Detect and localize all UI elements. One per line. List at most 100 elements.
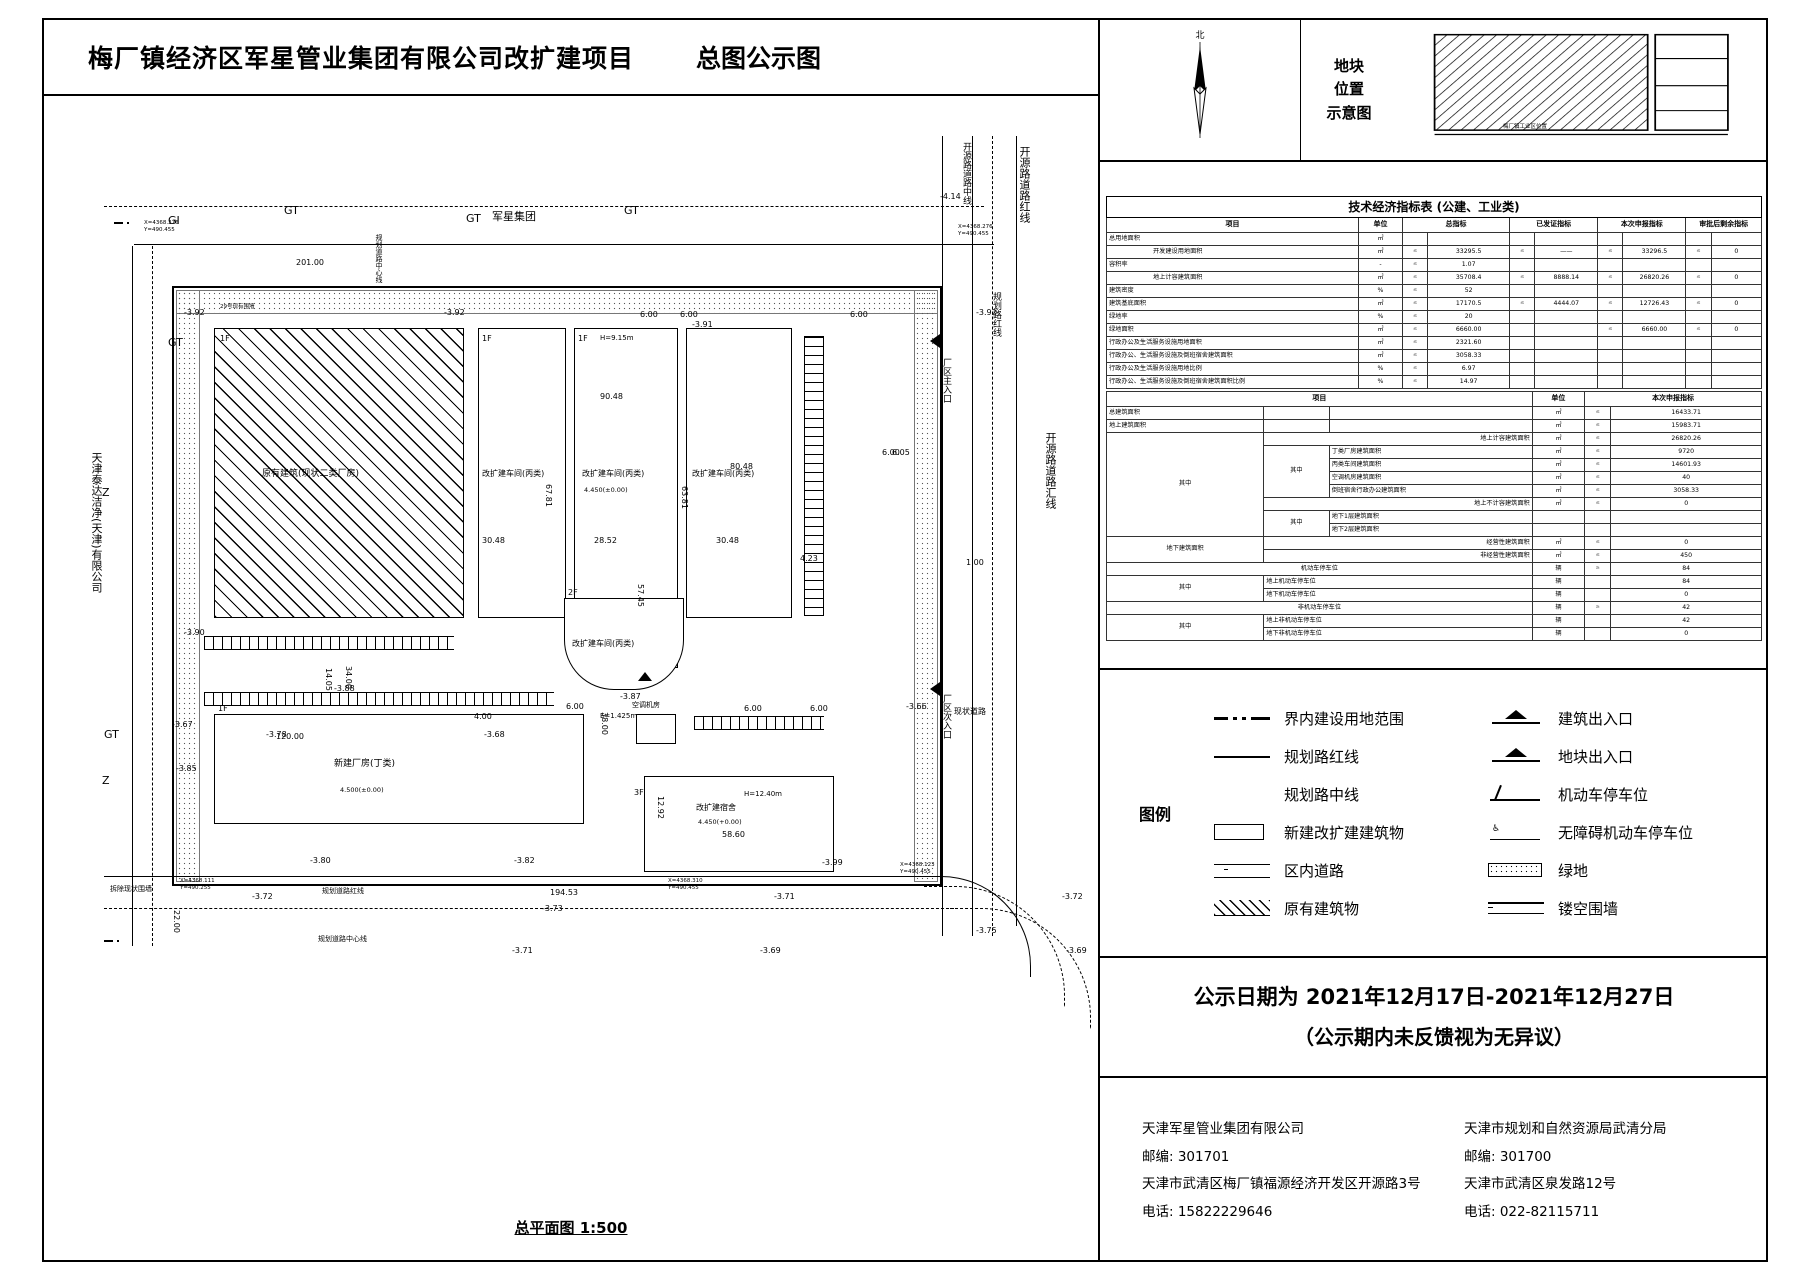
legend-item: 原有建筑物: [1210, 889, 1484, 927]
dimension-label: 194.53: [550, 888, 578, 897]
site-label: Z: [102, 774, 110, 787]
tech-cell-item: 建筑基底面积: [1106, 297, 1359, 311]
legend-item: 地块出入口: [1484, 737, 1758, 775]
legend-block: 图例 界内建设用地范围规划路红线规划路中线新建改扩建建筑物区内道路原有建筑物 建…: [1100, 668, 1768, 958]
footer-line: 邮编: 301700: [1464, 1148, 1552, 1165]
tech-cell-item: 行政办公、生活服务设施及倒班宿舍建筑面积: [1106, 349, 1359, 363]
tech-cell-symbol: [1509, 310, 1536, 324]
dimension-label: 6.00: [850, 310, 868, 319]
parking-row: [804, 336, 824, 616]
legend-item: 绿地: [1484, 851, 1758, 889]
parking-cell-item: 非机动车停车位: [1106, 601, 1533, 615]
building-label: 空调机房: [632, 701, 660, 709]
tech-table-row: 行政办公、生活服务设施及倒班宿舍建筑面积比例%≤14.97: [1106, 375, 1763, 389]
tech-detail-row: 地下2层建筑面积: [1107, 523, 1762, 537]
dimension-label: 120.00: [276, 732, 304, 741]
elevation-label: -3.72: [252, 892, 273, 901]
site-label: GI: [168, 214, 180, 227]
building-label: 新建厂房(丁类): [334, 759, 396, 769]
site-label: Z: [102, 486, 110, 499]
footer-line: 电话: 15822229646: [1142, 1204, 1273, 1221]
tech-cell-symbol: [1685, 258, 1712, 272]
tech-cell-symbol: ≤: [1402, 310, 1429, 324]
detail-cell-symbol: ≤: [1584, 432, 1612, 446]
legend-item: 新建改扩建建筑物: [1210, 813, 1484, 851]
dimension-label: 1.00: [966, 558, 984, 567]
tech-cell-item: 行政办公及生活服务设施用地比例: [1106, 362, 1359, 376]
location-key-map: 梅厂镇工业区位置: [1397, 20, 1768, 160]
tech-cell-symbol: [1509, 349, 1536, 363]
detail-cell-item: 非经营性建筑面积: [1263, 549, 1533, 563]
tech-cell-item: 建筑密度: [1106, 284, 1359, 298]
triangle-up-icon: [1484, 746, 1548, 766]
dash-dot-line-icon: [1210, 708, 1274, 728]
detail-cell-sub: [1263, 419, 1330, 433]
parking-cell-group: 其中: [1105, 614, 1265, 641]
elevation-label: -3.99: [822, 858, 843, 867]
building-new-workshop-d: [214, 714, 584, 824]
tech-cell-symbol: ≤: [1402, 258, 1429, 272]
tech-cell-total: 6.97: [1427, 362, 1511, 376]
legend-item-label: 机动车停车位: [1558, 785, 1649, 804]
parking-cell-item: 地上非机动车停车位: [1263, 614, 1533, 628]
floor-label: 2F: [568, 588, 578, 597]
elevation-label: -4.14: [940, 192, 961, 201]
compass-north-label: 北: [1195, 31, 1205, 41]
footer-authority: 天津市规划和自然资源局武清分局 邮编: 301700 天津市武清区泉发路12号 …: [1446, 1116, 1768, 1262]
tech-cell-unit: %: [1357, 362, 1404, 376]
parking-cell-item: 地下非机动车停车位: [1263, 627, 1533, 641]
dimension-label: 63.81: [680, 486, 689, 509]
dimension-label: 6.00: [882, 448, 900, 457]
tech-cell-issued: [1534, 349, 1599, 363]
detail-cell-subgroup: 其中: [1263, 510, 1330, 537]
dimension-label: 80.48: [730, 462, 753, 471]
elevation-label: -3.85: [176, 764, 197, 773]
footer-line: 天津市武清区梅厂镇福源经济开发区开源路3号: [1142, 1176, 1421, 1193]
tech-cell-total: 52: [1427, 284, 1511, 298]
tech-cell-total: [1427, 232, 1511, 246]
parking-cell-symbol: [1584, 575, 1612, 589]
tech-cell-total: 35708.4: [1427, 271, 1511, 285]
tech-cell-issued: [1534, 323, 1599, 337]
road-label: 规划道路红线: [322, 887, 364, 895]
road-line: [942, 136, 943, 936]
legend-item-label: 镂空围墙: [1558, 899, 1619, 918]
tech-cell-issued: [1534, 375, 1599, 389]
tech-cell-symbol: [1509, 323, 1536, 337]
site-label: GT: [466, 212, 481, 225]
detail-cell-unit: ㎡: [1531, 406, 1586, 420]
elevation-label: -3.78: [266, 730, 287, 739]
tech-cell-symbol: ≤: [1402, 362, 1429, 376]
tech-cell-item: 总用地面积: [1106, 232, 1359, 246]
building-elevation: 4.450(+0.00): [698, 818, 742, 826]
tech-cell-symbol: [1509, 232, 1536, 246]
floor-label: 1F: [220, 334, 230, 343]
parking-cell-symbol: ≥: [1584, 601, 1612, 615]
side-label-left: 天津泰达洁净(天津)有限公司: [90, 452, 103, 593]
dimension-label: 201.00: [296, 258, 324, 267]
elevation-label: -3.66: [906, 702, 927, 711]
elevation-label: -3.92: [184, 308, 205, 317]
tech-cell-remaining: 0: [1710, 323, 1763, 337]
road-line: [132, 246, 133, 946]
tech-cell-unit: ㎡: [1357, 349, 1404, 363]
parking-cell-unit: 辆: [1531, 588, 1586, 602]
drawing-panel: 梅厂镇经济区军星管业集团有限公司改扩建项目 总图公示图 原有建筑(现状二类厂房): [44, 20, 1100, 1260]
parking-cell-value: 0: [1610, 588, 1762, 602]
legend-column-right: 建筑出入口地块出入口机动车停车位♿无障碍机动车停车位绿地镂空围墙: [1484, 699, 1758, 927]
elevation-label: -3.92: [976, 308, 997, 317]
tech-detail-row: 其中地下1层建筑面积: [1107, 510, 1762, 537]
tech-cell-symbol: ≤: [1509, 297, 1536, 311]
tech-table-row: 建筑密度%≤52: [1106, 284, 1763, 298]
tech-cell-current: [1622, 310, 1687, 324]
legend-item: 区内道路: [1210, 851, 1484, 889]
detail-cell-item: 地上不计容建筑面积: [1263, 497, 1533, 511]
parking-cell-unit: 辆: [1531, 614, 1586, 628]
tech-cell-current: [1622, 336, 1687, 350]
legend-item: 机动车停车位: [1484, 775, 1758, 813]
wheelchair-icon: ♿: [1492, 824, 1501, 834]
detail-cell-value: 3058.33: [1610, 484, 1762, 498]
entrance-arrow-icon: [930, 334, 940, 348]
floor-label: 1F: [578, 334, 588, 343]
detail-cell-unit: ㎡: [1531, 445, 1586, 459]
